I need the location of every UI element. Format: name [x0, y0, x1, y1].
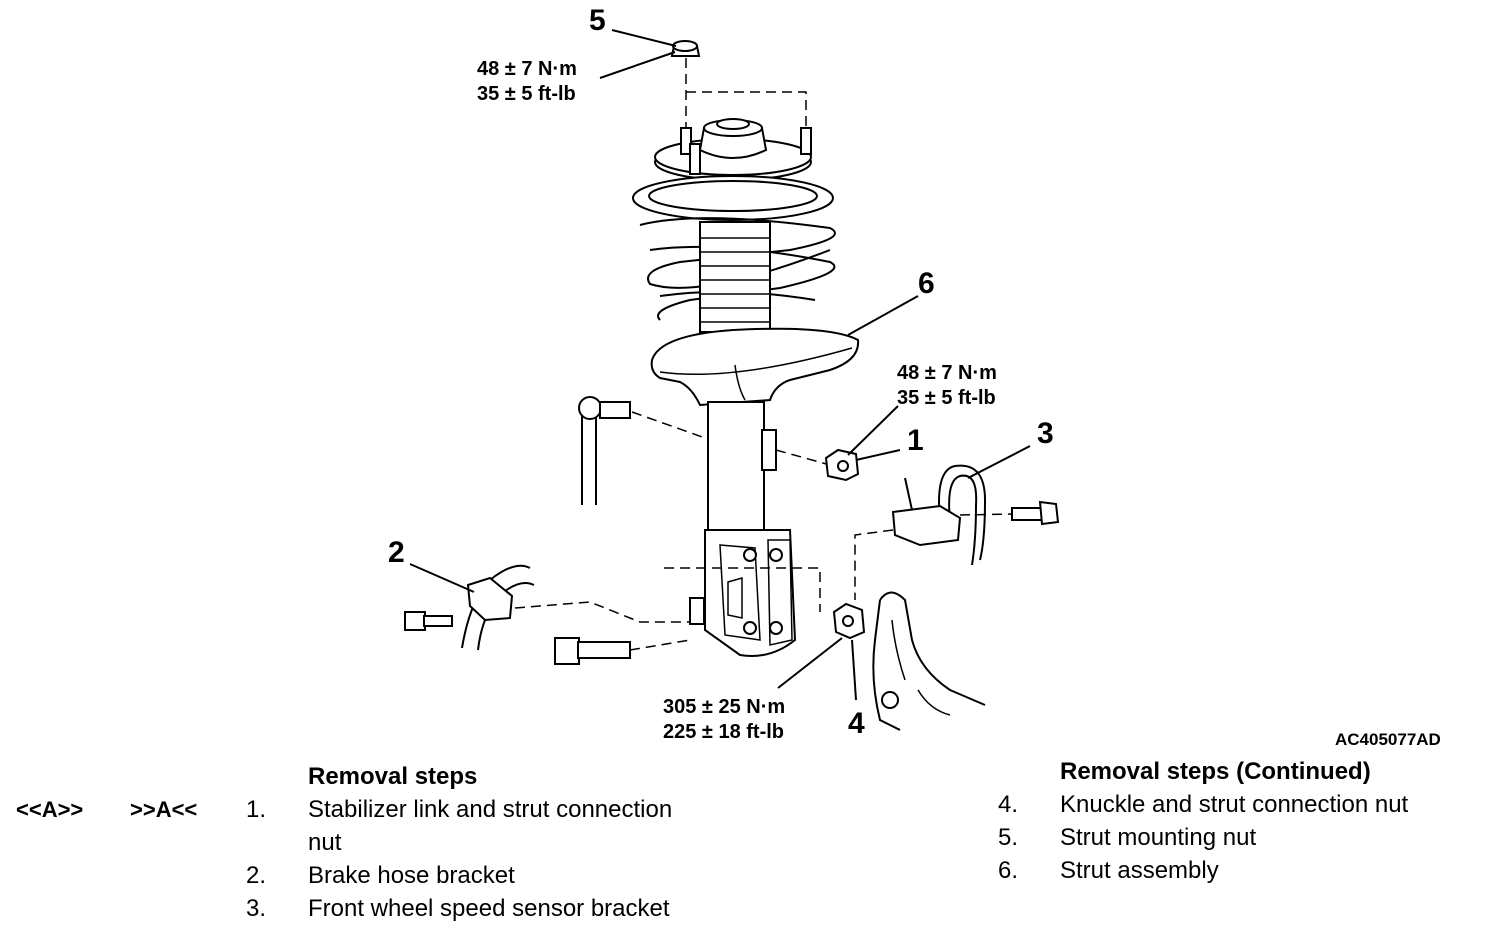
step-4-number: 4. — [998, 791, 1019, 818]
leader-torque-stab — [847, 405, 899, 456]
removal-tag: <<A>> — [16, 797, 84, 822]
strut-mounting-nut — [670, 40, 701, 57]
removal-steps-heading: Removal steps — [308, 763, 478, 790]
step-1-number: 1. — [246, 796, 267, 823]
stabilizer-link — [578, 396, 631, 505]
guide-lower-bolt — [629, 567, 821, 651]
callout-1: 1 — [907, 424, 924, 457]
leader-2 — [409, 563, 475, 593]
torque-stab-metric: 48 ± 7 N·m — [897, 362, 997, 384]
removal-steps-continued-heading: Removal steps (Continued) — [1060, 758, 1371, 785]
leader-5 — [611, 29, 677, 47]
step-2-number: 2. — [246, 862, 267, 889]
torque-knuckle-imperial: 225 ± 18 ft-lb — [663, 721, 784, 743]
leader-torque-top — [599, 51, 676, 79]
wheel-speed-sensor-bracket — [891, 464, 1060, 566]
knuckle-bolt — [554, 637, 631, 665]
leader-1 — [855, 449, 901, 461]
figure-id: AC405077AD — [1335, 730, 1441, 749]
step-1-text-cont: nut — [308, 829, 342, 856]
stabilizer-link-nut — [824, 448, 860, 482]
guide-stabilizer-nut — [775, 449, 831, 466]
guide-stabilizer — [631, 411, 706, 439]
step-6-text: Strut assembly — [1060, 857, 1219, 884]
leader-4 — [851, 639, 857, 701]
guide-top-nut — [685, 58, 807, 130]
callout-4: 4 — [848, 707, 865, 740]
removal-steps-right: Removal steps (Continued) 4. Knuckle and… — [990, 755, 1490, 895]
coil-spring — [632, 175, 836, 333]
step-5-text: Strut mounting nut — [1060, 824, 1257, 851]
install-tag: >>A<< — [130, 797, 198, 822]
brake-hose-bracket — [404, 564, 535, 651]
torque-knuckle-metric: 305 ± 25 N·m — [663, 696, 785, 718]
strut-lower-bracket — [689, 529, 797, 657]
callout-5: 5 — [589, 4, 606, 37]
strut-tube — [707, 401, 777, 533]
callout-6: 6 — [918, 267, 935, 300]
top-mount — [654, 118, 812, 181]
step-2-text: Brake hose bracket — [308, 862, 515, 889]
torque-top-metric: 48 ± 7 N·m — [477, 58, 577, 80]
torque-stab-imperial: 35 ± 5 ft-lb — [897, 387, 996, 409]
step-6-number: 6. — [998, 857, 1019, 884]
leader-3 — [967, 445, 1031, 479]
step-1-text: Stabilizer link and strut connection — [308, 796, 673, 823]
guide-sensor — [854, 513, 1013, 600]
step-4-text: Knuckle and strut connection nut — [1060, 791, 1409, 818]
knuckle-nut — [832, 602, 866, 640]
leader-6 — [847, 295, 919, 336]
step-5-number: 5. — [998, 824, 1019, 851]
removal-steps-left: Removal steps <<A>> >>A<< 1. Stabilizer … — [0, 760, 760, 930]
step-3-number: 3. — [246, 895, 267, 922]
guide-brake-hose — [514, 601, 690, 623]
step-3-text: Front wheel speed sensor bracket — [308, 895, 670, 922]
leader-torque-knuckle — [777, 637, 843, 689]
callout-3: 3 — [1037, 417, 1054, 450]
steering-knuckle — [872, 591, 986, 731]
torque-top-imperial: 35 ± 5 ft-lb — [477, 83, 576, 105]
lower-spring-seat — [650, 327, 860, 407]
callout-2: 2 — [388, 536, 405, 569]
